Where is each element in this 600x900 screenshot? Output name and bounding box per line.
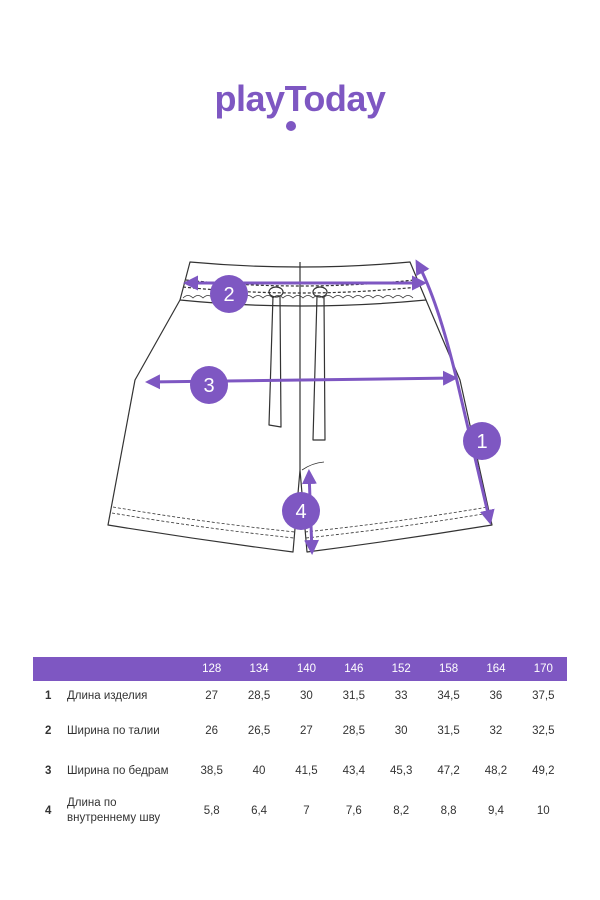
table-cell: 7,6 [345, 805, 362, 817]
table-cell: 41,5 [295, 765, 318, 777]
measurement-name: Ширина по талии [67, 724, 160, 737]
table-row: 1 Длина изделия 27 28,5 30 31,5 33 34,5 … [33, 681, 567, 711]
measurement-name: Длина по внутреннему шву [67, 797, 161, 824]
table-cell: 26,5 [247, 725, 271, 737]
svg-text:2: 2 [223, 284, 234, 306]
table-cell: 9,4 [487, 805, 504, 817]
size-header: 152 [391, 663, 411, 675]
row-number: 1 [45, 690, 52, 702]
logo-dot [286, 121, 296, 131]
header-blank [63, 657, 188, 681]
header-blank [33, 657, 63, 681]
table-cell: 36 [489, 690, 503, 702]
table-cell: 28,5 [247, 690, 271, 702]
row-number: 3 [45, 765, 52, 777]
table-cell: 45,3 [389, 765, 413, 777]
measurement-name: Длина изделия [67, 689, 148, 702]
table-cell: 40 [252, 765, 266, 777]
table-cell: 38,5 [200, 765, 223, 777]
svg-text:4: 4 [295, 501, 306, 523]
table-row: 3 Ширина по бедрам 38,5 40 41,5 43,4 45,… [33, 751, 567, 791]
size-header: 164 [486, 663, 506, 675]
svg-text:1: 1 [476, 431, 487, 453]
table-cell: 26 [205, 725, 219, 737]
marker-3: 3 [190, 366, 228, 404]
measurement-name: Ширина по бедрам [67, 764, 169, 777]
size-header-row: 128 134 140 146 152 158 164 170 [33, 657, 567, 681]
table-cell: 28,5 [342, 725, 365, 737]
table-cell: 30 [394, 725, 408, 737]
table-cell: 34,5 [437, 690, 460, 702]
table-cell: 47,2 [437, 765, 460, 777]
table-cell: 8,2 [393, 805, 410, 817]
table-cell: 43,4 [342, 765, 365, 777]
marker-1: 1 [463, 422, 501, 460]
size-header: 146 [344, 663, 364, 675]
table-row: 4 Длина по внутреннему шву 5,8 6,4 7 7,6… [33, 791, 567, 831]
table-cell: 27 [300, 725, 313, 737]
row-number: 2 [45, 725, 52, 737]
table-cell: 37,5 [532, 690, 555, 702]
table-cell: 32 [489, 725, 503, 737]
table-cell: 7 [303, 805, 310, 817]
marker-2: 2 [210, 275, 248, 313]
brand-logo: playToday [214, 78, 386, 119]
table-cell: 31,5 [342, 690, 365, 702]
table-cell: 49,2 [532, 765, 555, 777]
size-table: 128 134 140 146 152 158 164 170 1 Длина … [33, 657, 567, 831]
shorts-diagram: 1 2 3 4 [107, 259, 501, 555]
table-cell: 10 [536, 805, 550, 817]
table-cell: 30 [300, 690, 313, 702]
table-cell: 6,4 [251, 805, 268, 817]
size-header: 170 [533, 663, 553, 675]
size-header: 128 [202, 663, 222, 675]
svg-text:3: 3 [203, 375, 214, 397]
table-row: 2 Ширина по талии 26 26,5 27 28,5 30 31,… [33, 711, 567, 751]
table-cell: 8,8 [440, 805, 457, 817]
size-header: 134 [249, 663, 269, 675]
table-cell: 27 [205, 690, 219, 702]
row-number: 4 [45, 805, 52, 817]
table-cell: 31,5 [437, 725, 460, 737]
table-cell: 48,2 [484, 765, 508, 777]
marker-4: 4 [282, 492, 320, 530]
size-header: 140 [296, 663, 317, 675]
table-cell: 33 [394, 690, 408, 702]
size-header: 158 [438, 663, 459, 675]
table-cell: 32,5 [532, 725, 555, 737]
table-cell: 5,8 [203, 805, 220, 817]
